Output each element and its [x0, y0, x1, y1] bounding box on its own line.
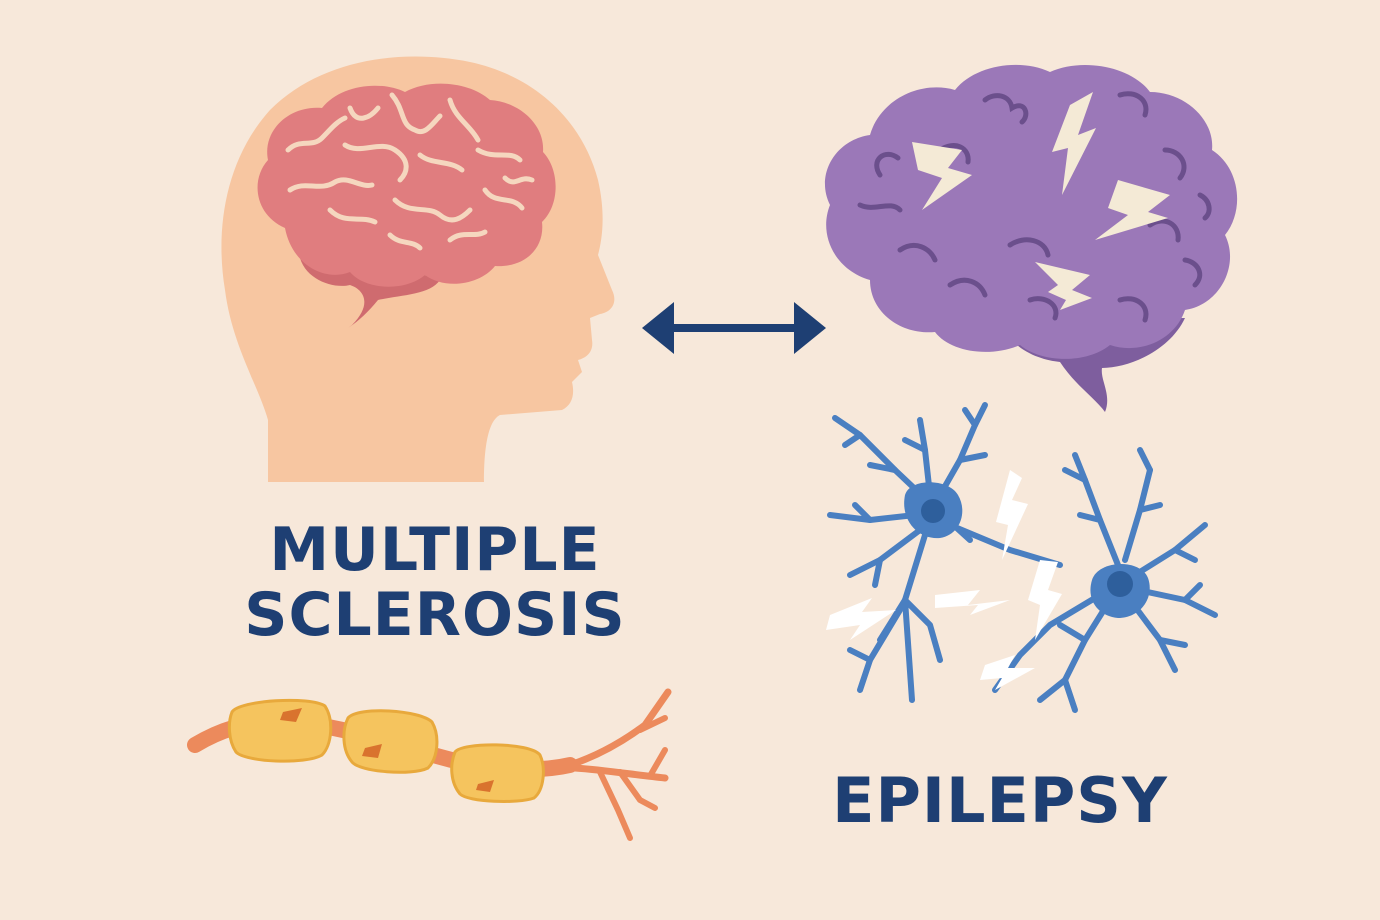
- brain-with-lightning-icon: [824, 64, 1238, 412]
- multiple-sclerosis-title: MULTIPLE SCLEROSIS: [205, 518, 665, 648]
- neurons-with-electrical-discharge-icon: [826, 402, 1218, 713]
- demyelinated-nerve-fiber-icon: [187, 688, 672, 841]
- brain-icon: [257, 83, 556, 328]
- multiple-sclerosis-title-line1: MULTIPLE: [269, 515, 601, 585]
- double-headed-arrow-icon: [642, 302, 826, 354]
- epilepsy-title: EPILEPSY: [832, 764, 1168, 837]
- multiple-sclerosis-title-line2: SCLEROSIS: [244, 579, 626, 650]
